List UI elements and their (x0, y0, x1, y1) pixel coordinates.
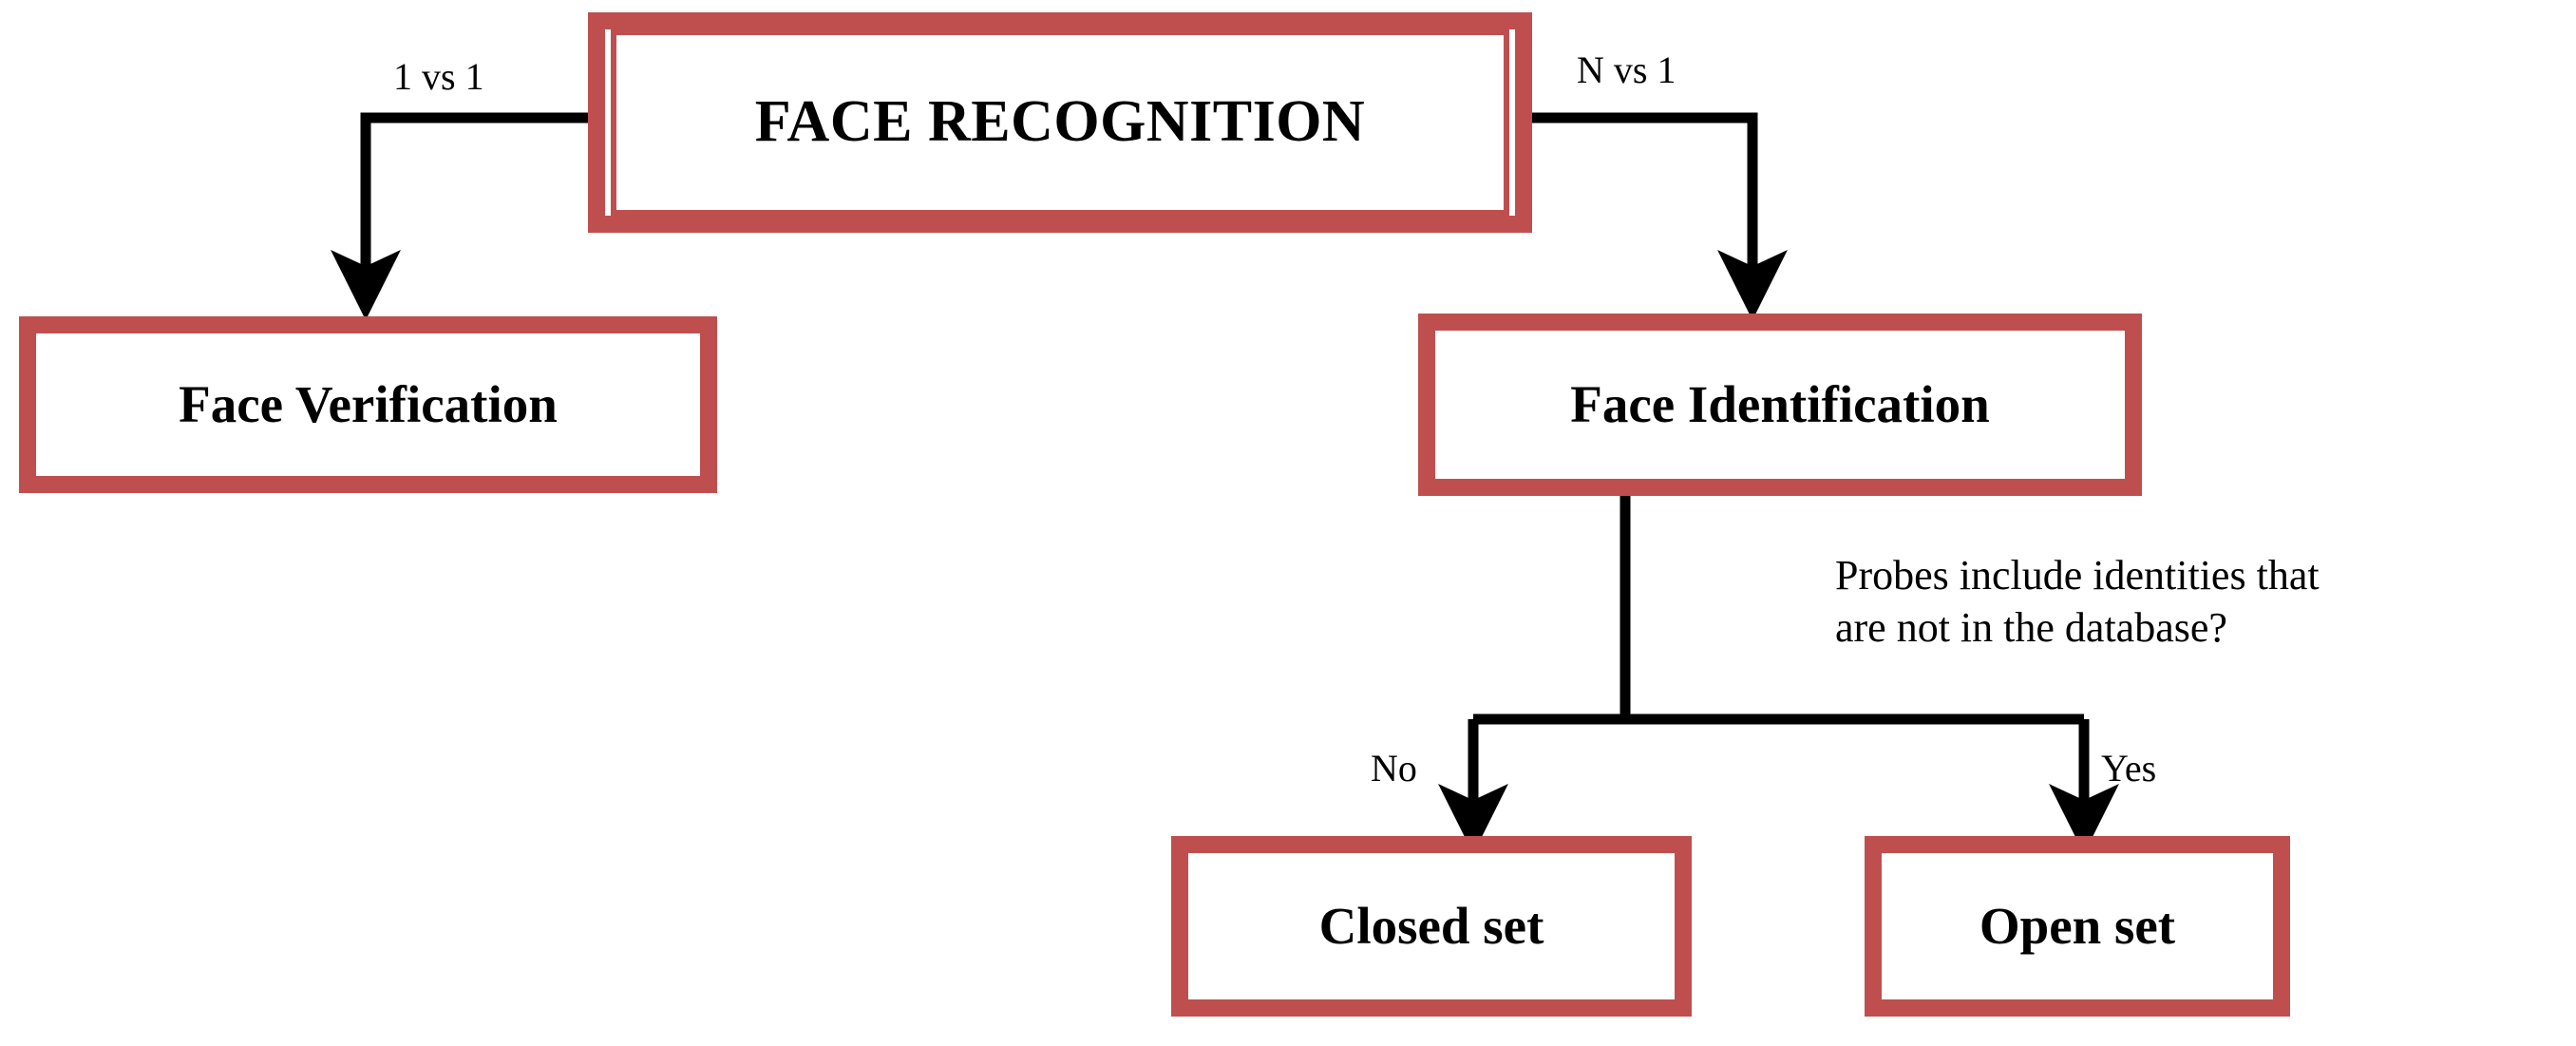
node-face-identification[interactable]: Face Identification (1418, 314, 2142, 496)
annotation-probe-question: Probes include identities that are not i… (1835, 552, 2320, 651)
node-face-identification-label: Face Identification (1570, 375, 1990, 434)
node-open-set[interactable]: Open set (1865, 836, 2290, 1017)
node-closed-set-label: Closed set (1318, 897, 1544, 956)
root-inner-frame: FACE RECOGNITION (611, 29, 1509, 216)
node-face-verification[interactable]: Face Verification (19, 316, 717, 493)
edge-root-to-verification (331, 112, 588, 320)
node-open-set-label: Open set (1979, 897, 2176, 956)
node-face-verification-label: Face Verification (179, 375, 558, 434)
node-face-recognition-label: FACE RECOGNITION (754, 89, 1366, 155)
edge-label-n-vs-one: N vs 1 (1577, 48, 1676, 91)
node-closed-set[interactable]: Closed set (1171, 836, 1692, 1017)
edge-label-no: No (1371, 747, 1417, 789)
edge-label-one-vs-one: 1 vs 1 (393, 55, 484, 98)
node-face-recognition[interactable]: FACE RECOGNITION (588, 12, 1532, 233)
edge-label-yes: Yes (2101, 747, 2157, 789)
edge-root-to-identification (1532, 112, 1788, 320)
